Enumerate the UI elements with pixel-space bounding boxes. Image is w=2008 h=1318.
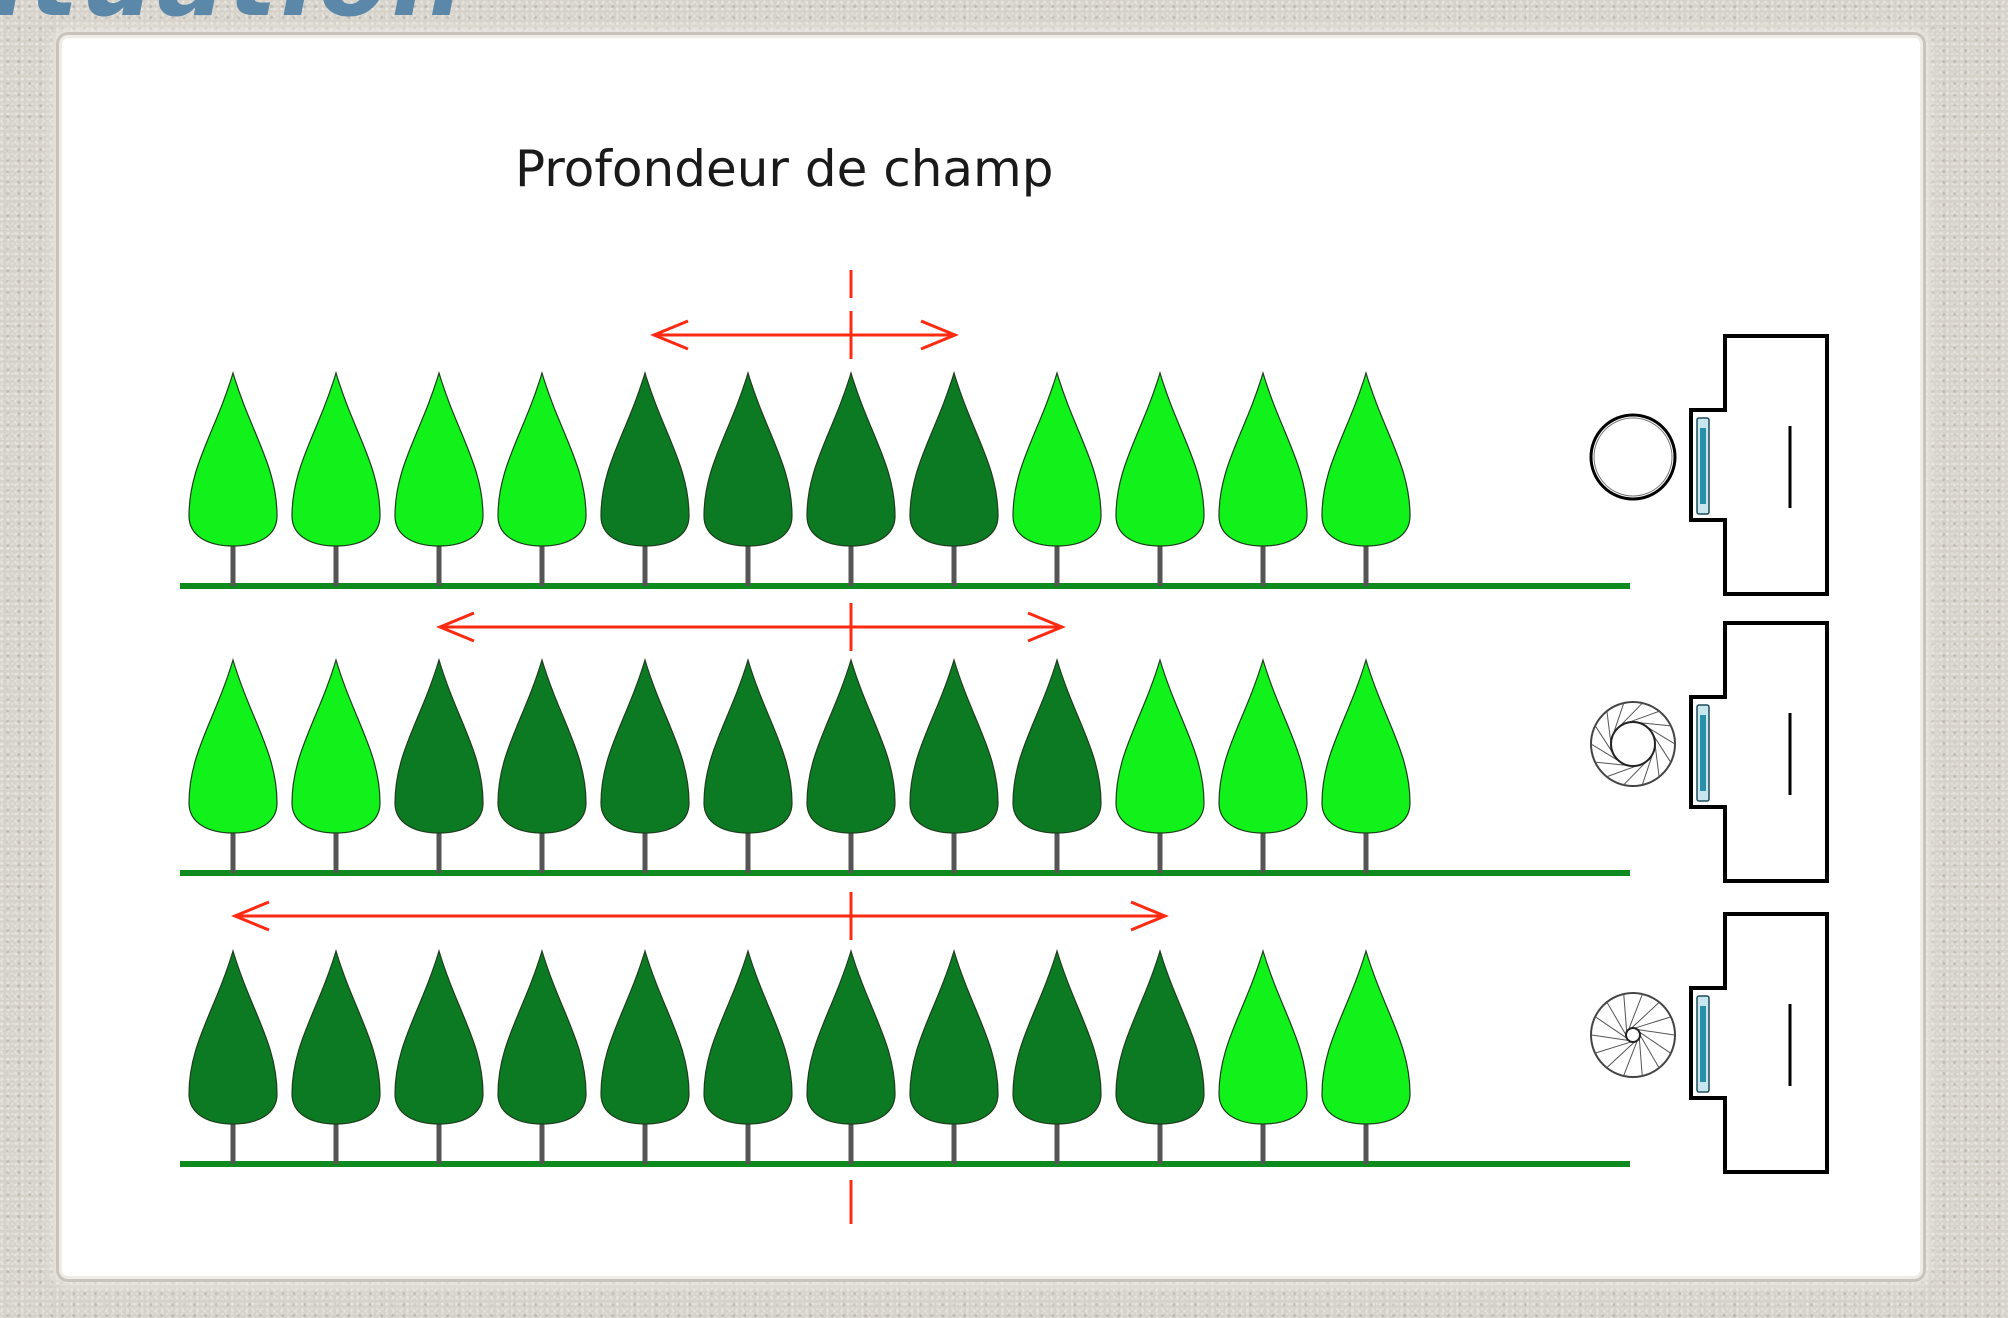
tree-crown [703, 657, 793, 834]
tree-crown [497, 370, 587, 547]
tree-crown [1218, 370, 1308, 547]
aperture-blade [1594, 1041, 1632, 1054]
tree-crown [188, 370, 278, 547]
tree-crown [1321, 370, 1411, 547]
tree-crown [909, 948, 999, 1125]
tree-crown [394, 657, 484, 834]
aperture-blade [1641, 753, 1654, 786]
tree-crown [909, 657, 999, 834]
camera-lens [1700, 1006, 1706, 1082]
page-heading: ituation [0, 0, 467, 39]
camera-body [1689, 334, 1829, 596]
aperture-blade [1646, 726, 1676, 745]
aperture-blade [1606, 1041, 1635, 1069]
diagram-title: Profondeur de champ [515, 140, 1054, 198]
row-grande-ouverture [180, 311, 1829, 596]
arrow-head-left [650, 319, 689, 351]
aperture-blade [1627, 710, 1660, 724]
arrow-head-right [1027, 611, 1066, 643]
aperture-blade [1623, 760, 1648, 786]
aperture-ring [1589, 413, 1677, 501]
tree-crown [291, 370, 381, 547]
aperture-blade [1590, 743, 1620, 762]
tree-crown [600, 370, 690, 547]
aperture-blade [1595, 761, 1629, 766]
tree-crown [600, 948, 690, 1125]
tree-crown [497, 948, 587, 1125]
tree-crown [291, 948, 381, 1125]
tree-crown [1218, 657, 1308, 834]
aperture-opening [1610, 721, 1656, 767]
aperture-blade [1594, 725, 1614, 754]
tree-crown [291, 657, 381, 834]
aperture-blade [1634, 1016, 1672, 1029]
tree-crown [497, 657, 587, 834]
aperture-inner [1593, 417, 1673, 497]
aperture-blade [1623, 993, 1628, 1033]
aperture-blade [1606, 711, 1612, 745]
aperture-blade [1612, 702, 1625, 735]
row-petite-ouverture [180, 892, 1829, 1174]
arrow-head-right [920, 319, 959, 351]
arrow-head-right [1130, 900, 1169, 932]
aperture-blade [1652, 734, 1672, 763]
aperture-blade [1590, 1034, 1629, 1041]
tree-crown [1115, 370, 1205, 547]
aperture-blade [1628, 993, 1643, 1030]
tree-crown [1012, 948, 1102, 1125]
aperture-blade [1654, 743, 1660, 777]
tree-crown [188, 657, 278, 834]
tree-crown [703, 370, 793, 547]
tree-crown [1321, 657, 1411, 834]
aperture-blade [1637, 1029, 1676, 1036]
aperture-blade [1639, 1031, 1672, 1054]
tree-crown [600, 657, 690, 834]
arrow-head-left [231, 900, 270, 932]
tree-crown [1218, 948, 1308, 1125]
tree-crown [1012, 370, 1102, 547]
tree-crown [703, 948, 793, 1125]
aperture-blade [1594, 1016, 1627, 1039]
tree-crown [806, 370, 896, 547]
aperture-blade [1606, 1001, 1627, 1036]
tree-crown [806, 948, 896, 1125]
aperture-blade [1638, 1037, 1643, 1077]
tree-crown [806, 657, 896, 834]
camera-lens [1700, 715, 1706, 791]
tree-crown [1321, 948, 1411, 1125]
camera-body [1689, 621, 1829, 883]
tree-crown [394, 948, 484, 1125]
tree-crown [1012, 657, 1102, 834]
aperture-blade [1637, 722, 1671, 727]
camera-body [1689, 912, 1829, 1174]
aperture-blade [1606, 764, 1639, 778]
camera-lens [1700, 428, 1706, 504]
tree-crown [1115, 657, 1205, 834]
tree-crown [394, 370, 484, 547]
row-ouverture-moyenne [180, 603, 1829, 883]
aperture-blade [1631, 1001, 1660, 1029]
tree-crown [909, 370, 999, 547]
tree-crown [1115, 948, 1205, 1125]
aperture-blade [1618, 702, 1643, 728]
arrow-head-left [436, 611, 475, 643]
aperture-blade [1639, 1034, 1660, 1069]
tree-crown [188, 948, 278, 1125]
aperture-blade [1623, 1040, 1638, 1077]
aperture-opening [1625, 1027, 1641, 1043]
